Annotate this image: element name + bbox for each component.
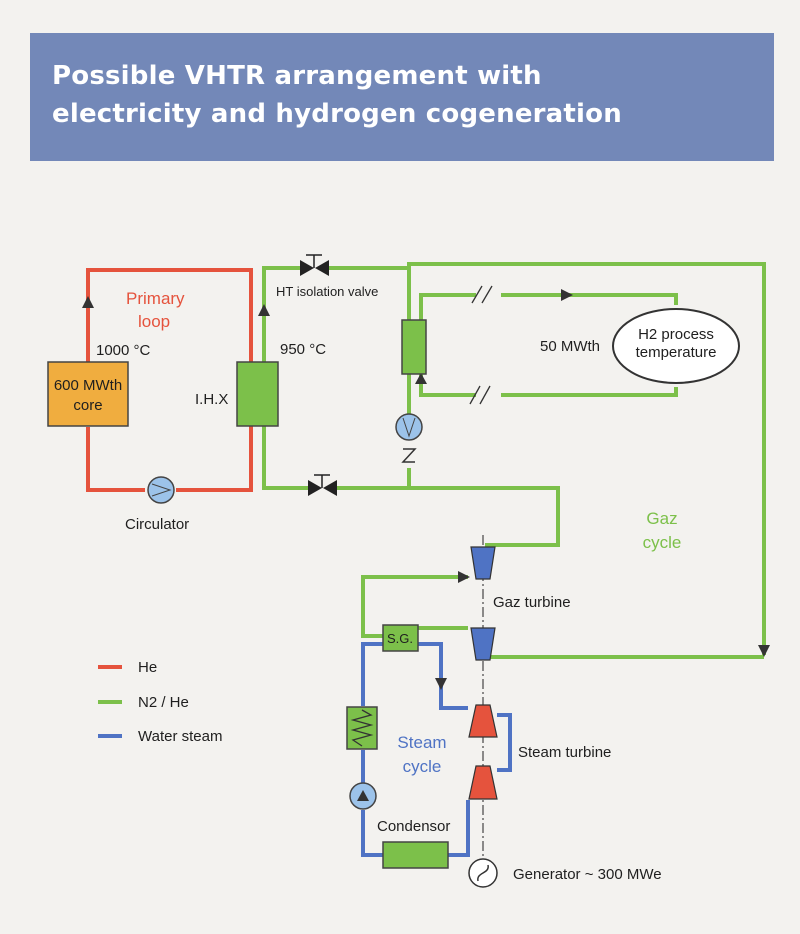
hx-flow-arrow [415,373,427,384]
gaz-flow-arrow-2 [758,645,770,657]
h2-flow-arrow [561,289,573,301]
gaz-cycle-label-1: Gaz [646,509,677,528]
generator[interactable] [468,858,498,888]
steam-cycle-label-1: Steam [397,733,446,752]
core-temp-label: 1000 °C [96,342,151,359]
generator-label: Generator ~ 300 MWe [513,866,662,883]
legend-label-he: He [138,659,157,676]
condensor[interactable] [382,841,449,869]
gaz-turbine[interactable] [470,627,496,661]
h2-power-label: 50 MWth [540,338,600,355]
steam-cycle-label-2: cycle [403,757,442,776]
legend-label-n2he: N2 / He [138,694,189,711]
reheater-coil[interactable] [346,706,378,750]
h2-process-label-1: H2 process [638,326,714,343]
gaz-flow-arrow-1 [258,304,270,316]
primary-circulator[interactable] [147,476,175,504]
core-label-1: 600 MWth [54,377,122,394]
steam-turbine-hp[interactable] [468,704,498,738]
steam-flow-arrow [435,678,447,690]
ihx-heat-exchanger[interactable] [236,361,279,427]
steam-turbine-label: Steam turbine [518,744,611,761]
title-line-2: electricity and hydrogen cogeneration [52,99,622,129]
primary-loop-label-2: loop [138,312,170,331]
gaz-flow-arrow-3 [458,571,470,583]
circulator-label: Circulator [125,516,189,533]
ht-valve-label: HT isolation valve [276,284,378,299]
primary-flow-arrow [82,296,94,308]
gaz-cycle-label-2: cycle [643,533,682,552]
primary-loop-label-1: Primary [126,289,185,308]
gaz-cycle-pipes [262,262,766,659]
legend-label-steam: Water steam [138,728,222,745]
steam-generator[interactable] [382,624,419,652]
ihx-temp-label: 950 °C [280,341,326,358]
h2-loop-break-marks [469,285,493,405]
gaz-turbine-compressor[interactable] [470,546,496,580]
reactor-core[interactable] [47,361,129,427]
h2-process-label-2: temperature [636,344,717,361]
title-banner: Possible VHTR arrangement with electrici… [30,33,774,161]
secondary-circulator[interactable] [395,413,423,441]
gaz-turbine-label: Gaz turbine [493,594,571,611]
steam-turbine-lp[interactable] [468,765,498,800]
feed-pump[interactable] [349,782,377,810]
primary-loop-pipes [86,268,253,492]
ht-isolation-valve[interactable] [300,254,329,276]
steam-cycle-pipes [361,642,512,857]
sg-label: S.G. [387,631,413,646]
core-label-2: core [73,397,102,414]
condensor-label: Condensor [377,818,450,835]
h2-process-ellipse[interactable] [612,308,740,384]
check-valve [401,448,417,463]
ihx-label: I.H.X [195,391,228,408]
title-line-1: Possible VHTR arrangement with [52,61,542,91]
legend: He N2 / He Water steam [98,659,222,745]
return-isolation-valve[interactable] [308,474,337,496]
h2-heat-exchanger[interactable] [401,319,427,375]
